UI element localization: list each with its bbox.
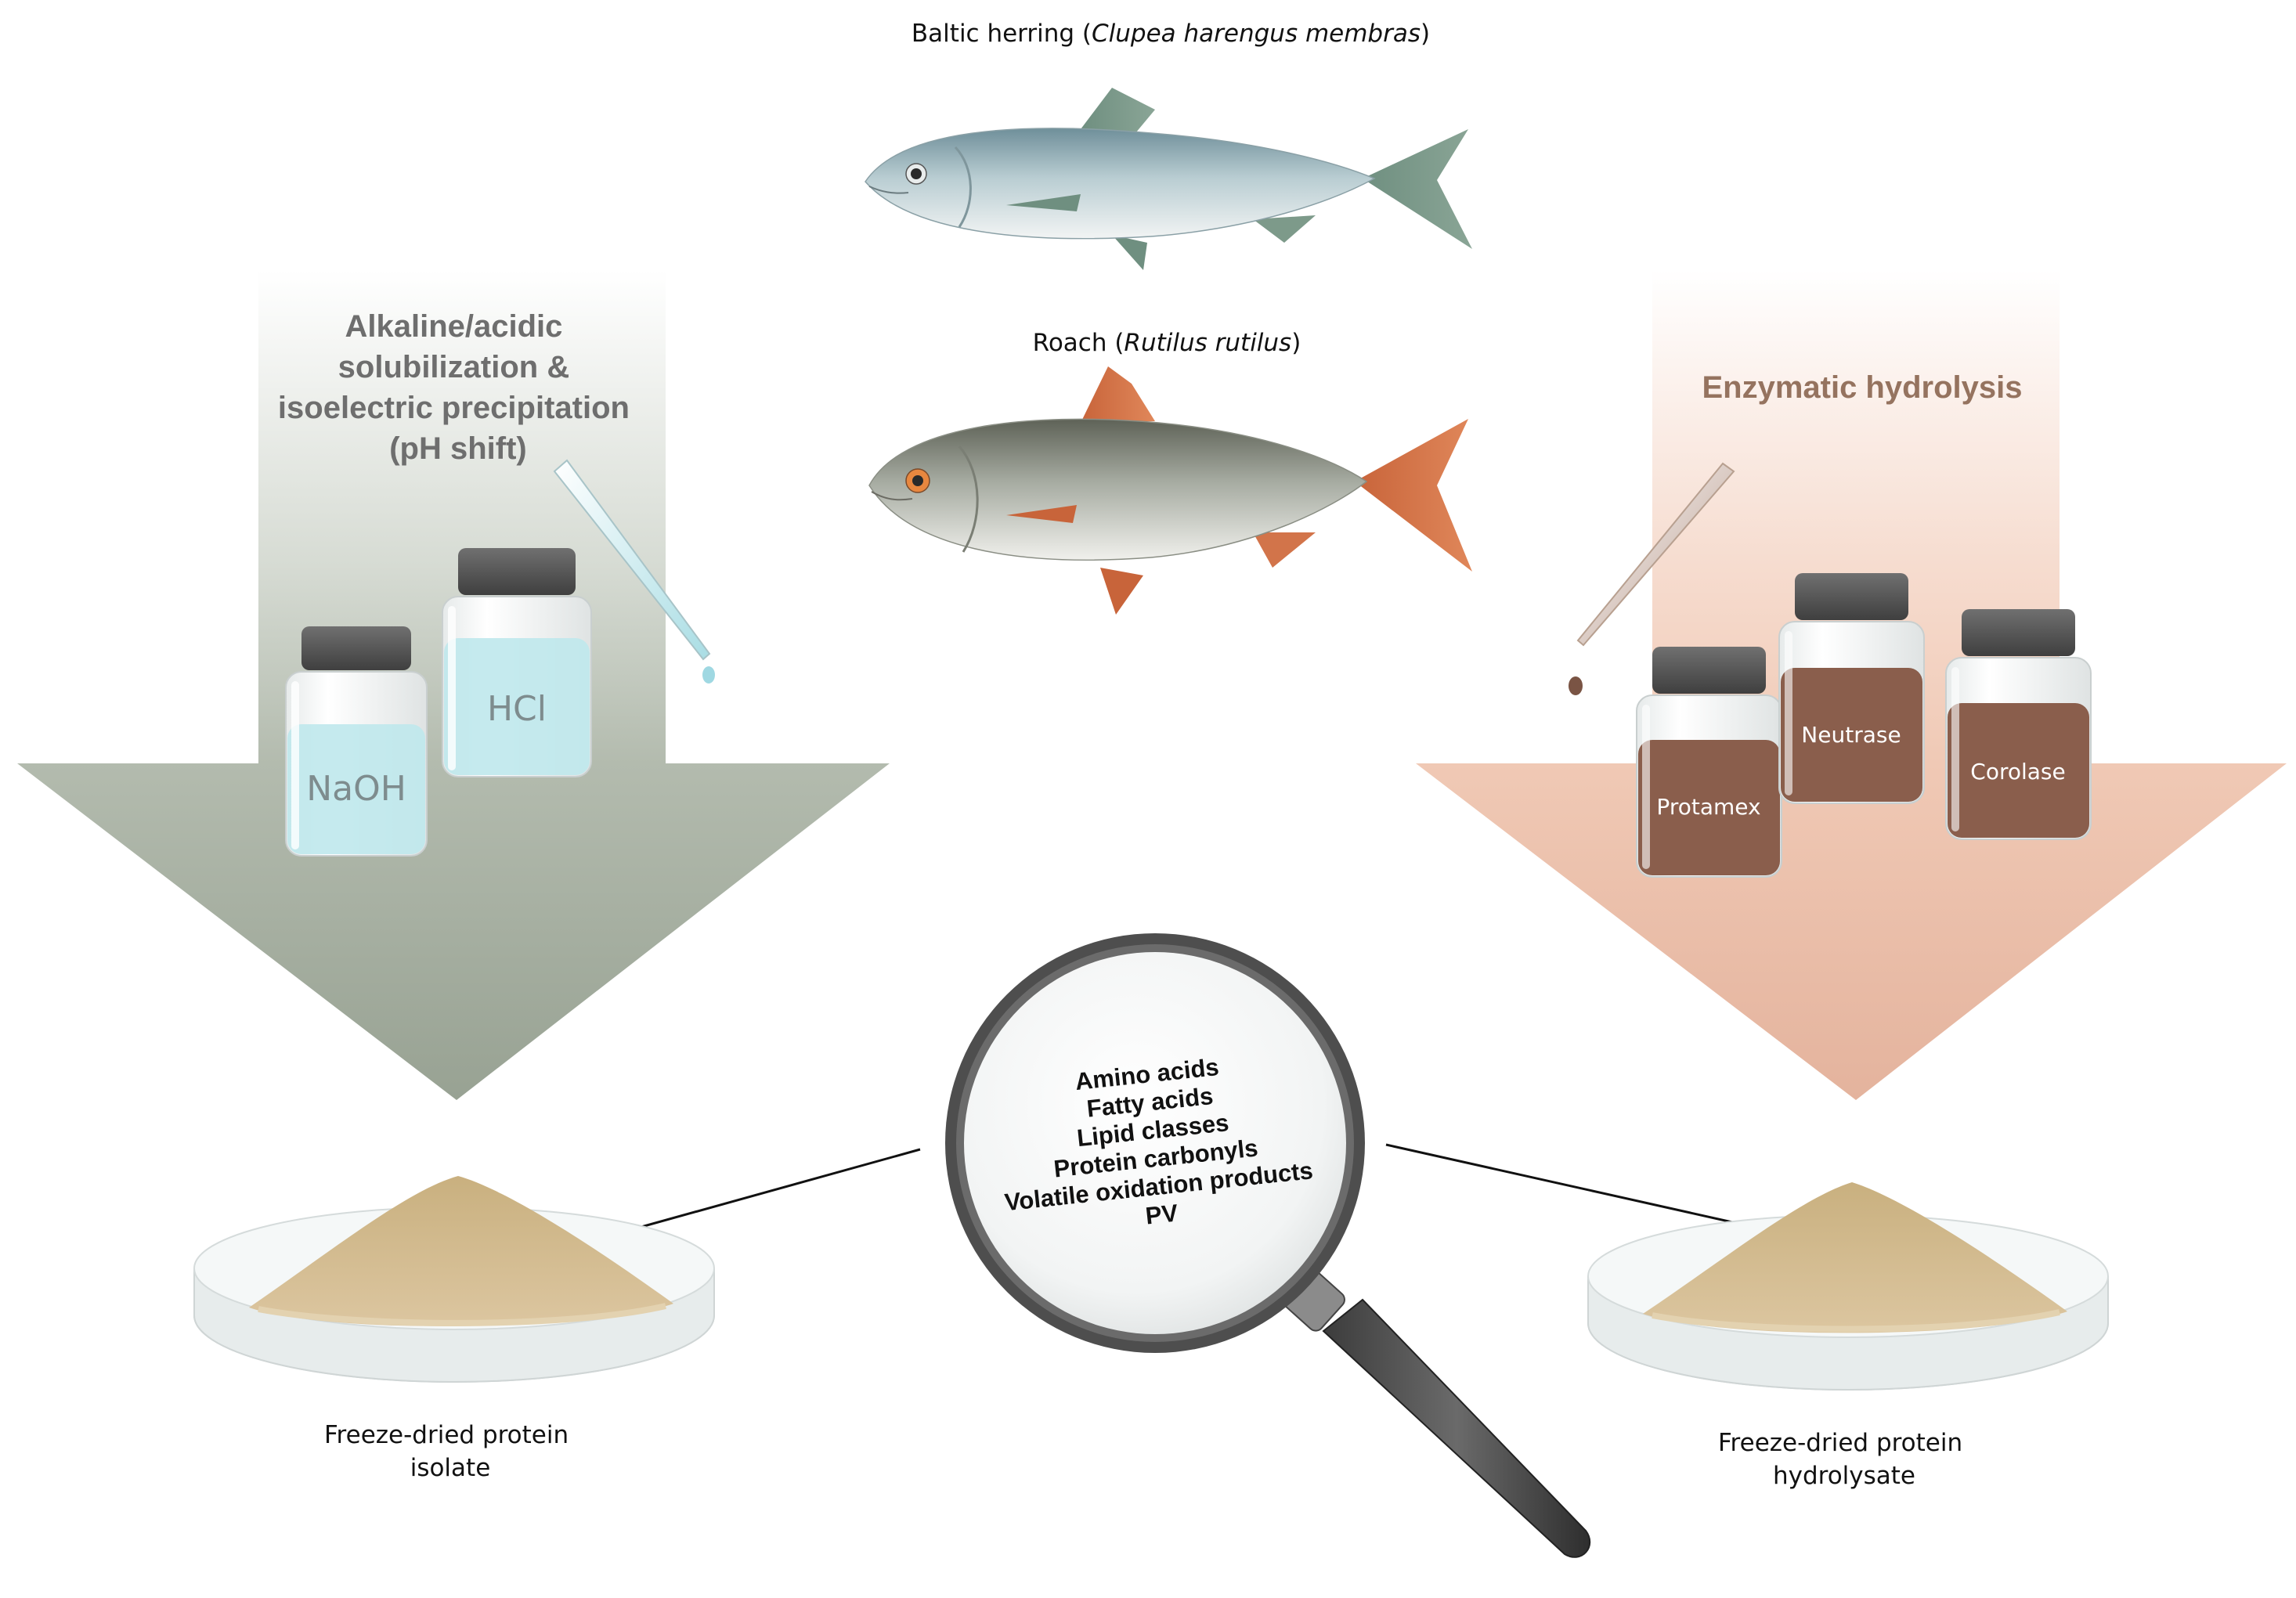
naoh-label: NaOH (306, 769, 406, 809)
right-pipette (1569, 462, 1735, 695)
protamex-jar: Protamex (1636, 647, 1782, 878)
connector-line-left (598, 1148, 921, 1240)
isolate-caption: Freeze-dried protein isolate (324, 1421, 576, 1482)
herring-caption: Baltic herring (Clupea harengus membras) (912, 20, 1430, 48)
herring-fish-illustration (865, 88, 1472, 270)
naoh-jar: NaOH (285, 626, 428, 857)
right-process-arrow (1416, 270, 2287, 1100)
left-pipette (553, 459, 715, 684)
corolase-label: Corolase (1970, 759, 2065, 785)
protamex-label: Protamex (1656, 794, 1760, 820)
magnifying-glass-icon (945, 933, 1591, 1558)
connector-line-right (1385, 1143, 1747, 1227)
analysis-item: PV (1144, 1199, 1179, 1229)
roach-fish-illustration (868, 366, 1472, 615)
right-process-title: Enzymatic hydrolysis (1702, 370, 2022, 405)
protein-hydrolysate-dish (1587, 1182, 2109, 1391)
left-process-title: Alkaline/acidic solubilization & isoelec… (278, 309, 638, 466)
roach-caption: Roach (Rutilus rutilus) (1033, 329, 1301, 357)
neutrase-jar: Neutrase (1778, 573, 1925, 804)
hcl-label: HCl (487, 689, 547, 729)
corolase-jar: Corolase (1945, 609, 2092, 840)
protein-isolate-dish (193, 1176, 715, 1383)
hydrolysate-caption: Freeze-dried protein hydrolysate (1718, 1429, 1970, 1490)
neutrase-label: Neutrase (1801, 722, 1901, 748)
hcl-jar: HCl (442, 548, 592, 777)
